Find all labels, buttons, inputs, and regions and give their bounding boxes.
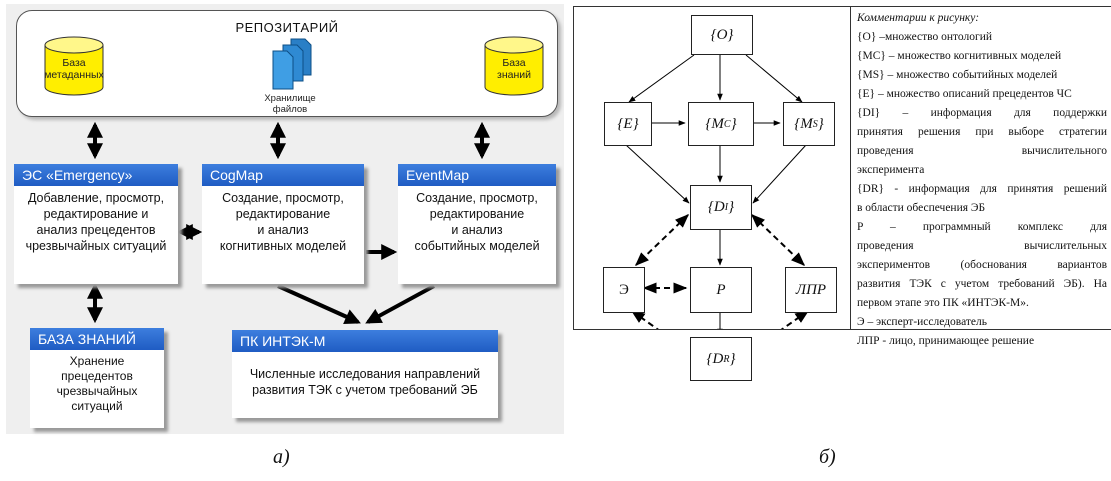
comment-p-4: развития ТЭК с учетом требований ЭБ). На	[857, 278, 1107, 290]
comment-di-1: {DI} – информация для поддержки	[857, 107, 1107, 119]
emergency-title: ЭС «Emergency»	[14, 164, 178, 186]
comment-o: {O} –множество онтологий	[857, 31, 993, 43]
metadata-db-label-1: База	[62, 57, 86, 69]
knowledge-db-label-2: знаний	[497, 69, 531, 81]
cogmap-line-4: когнитивных моделей	[219, 239, 347, 253]
architecture-panel: РЕПОЗИТАРИЙ База метаданных Хранилище фа…	[6, 4, 564, 434]
knowledge-base-line-4: ситуаций	[71, 399, 123, 413]
node-precedents: {E}	[604, 102, 652, 146]
node-mc-base: {M	[705, 115, 724, 132]
caption-b: б)	[819, 446, 836, 468]
knowledge-base-line-1: Хранение	[69, 354, 125, 368]
file-storage-icon	[261, 37, 317, 91]
intek-box: ПК ИНТЭК-М Численные исследования направ…	[232, 330, 498, 418]
eventmap-box: EventMap Создание, просмотр, редактирова…	[398, 164, 556, 284]
node-di-sub: I	[724, 202, 729, 213]
node-ms-sub: S	[812, 118, 818, 130]
cogmap-line-1: Создание, просмотр,	[222, 191, 344, 205]
comment-dr-2: в области обеспечения ЭБ	[857, 202, 986, 214]
knowledge-base-title: БАЗА ЗНАНИЙ	[30, 328, 164, 350]
node-o-label: {O}	[710, 26, 734, 43]
metadata-db-label-2: метаданных	[44, 69, 104, 81]
comment-mc: {MC} – множество когнитивных моделей	[857, 50, 1062, 62]
comment-expert: Э – эксперт-исследователь	[857, 316, 987, 328]
emergency-line-1: Добавление, просмотр,	[27, 191, 165, 205]
comment-p-3: экспериментов (обоснования вариантов	[857, 259, 1107, 271]
knowledge-base-line-2: прецедентов	[61, 369, 133, 383]
emergency-line-3: анализ прецедентов	[36, 223, 156, 237]
comment-p-1: P – программный комплекс для	[857, 221, 1107, 233]
repository-box: РЕПОЗИТАРИЙ База метаданных Хранилище фа…	[16, 10, 558, 117]
node-e-label: {E}	[617, 115, 639, 132]
cogmap-line-2: редактирование	[235, 207, 331, 221]
comment-p-5: первом этапе это ПК «ИНТЭК-М».	[857, 297, 1029, 309]
intek-title: ПК ИНТЭК-М	[232, 330, 498, 352]
cogmap-line-3: и анализ	[257, 223, 309, 237]
file-storage-label-2: файлов	[272, 104, 308, 115]
node-ms-base: {M	[794, 115, 813, 132]
comment-ms: {MS} – множество событийных моделей	[857, 69, 1058, 81]
node-dr-sub: R	[723, 353, 730, 365]
comment-e: {E} – множество описаний прецедентов ЧС	[857, 88, 1072, 100]
node-di-base: {D	[707, 199, 725, 215]
comment-di-2: принятия решения при выборе стратегии	[857, 126, 1107, 138]
cogmap-title: CogMap	[202, 164, 364, 186]
eventmap-line-3: и анализ	[451, 223, 503, 237]
knowledge-base-line-3: чрезвычайных	[56, 384, 138, 398]
comment-di-4: эксперимента	[857, 164, 925, 176]
knowledge-db-label-1: База	[502, 57, 526, 69]
eventmap-line-2: редактирование	[429, 207, 525, 221]
knowledge-base-box: БАЗА ЗНАНИЙ Хранение прецедентов чрезвыч…	[30, 328, 164, 428]
caption-a: а)	[273, 446, 290, 468]
node-dr-base: {D	[706, 350, 724, 367]
comment-di-3: проведения вычислительного	[857, 145, 1107, 157]
panel-b-arrows	[625, 54, 810, 329]
node-p-label: P	[716, 281, 726, 298]
node-program-complex: P	[690, 267, 752, 313]
comment-p-2: проведения вычислительных	[857, 240, 1107, 252]
file-storage-label-1: Хранилище	[264, 93, 316, 104]
panel-a-arrows	[87, 121, 490, 325]
intek-line-1: Численные исследования направлений	[249, 367, 481, 381]
node-lpr-label: ЛПР	[795, 281, 827, 298]
node-decision-maker: ЛПР	[785, 267, 837, 313]
knowledge-database-icon: База знаний	[483, 35, 545, 97]
node-mc-sub: C	[723, 118, 731, 130]
node-expert-label: Э	[619, 281, 629, 298]
emergency-line-2: редактирование и	[43, 207, 149, 221]
cogmap-box: CogMap Создание, просмотр, редактировани…	[202, 164, 364, 284]
comment-dr-1: {DR} - информация для принятия решений	[857, 183, 1107, 195]
eventmap-line-4: событийных моделей	[414, 239, 540, 253]
emergency-line-4: чрезвычайных ситуаций	[25, 239, 167, 253]
figure-comments: Комментарии к рисунку: {O} –множество он…	[850, 7, 1111, 347]
metadata-database-icon: База метаданных	[43, 35, 105, 97]
repository-title: РЕПОЗИТАРИЙ	[235, 20, 339, 35]
node-ontologies: {O}	[691, 15, 753, 55]
eventmap-title: EventMap	[398, 164, 556, 186]
eventmap-line-1: Создание, просмотр,	[416, 191, 538, 205]
comment-lpr: ЛПР - лицо, принимающее решение	[857, 335, 1035, 347]
comments-title: Комментарии к рисунку:	[857, 12, 980, 24]
intek-line-2: развития ТЭК с учетом требований ЭБ	[252, 383, 478, 397]
node-expert: Э	[603, 267, 645, 313]
emergency-box: ЭС «Emergency» Добавление, просмотр, ред…	[14, 164, 178, 284]
